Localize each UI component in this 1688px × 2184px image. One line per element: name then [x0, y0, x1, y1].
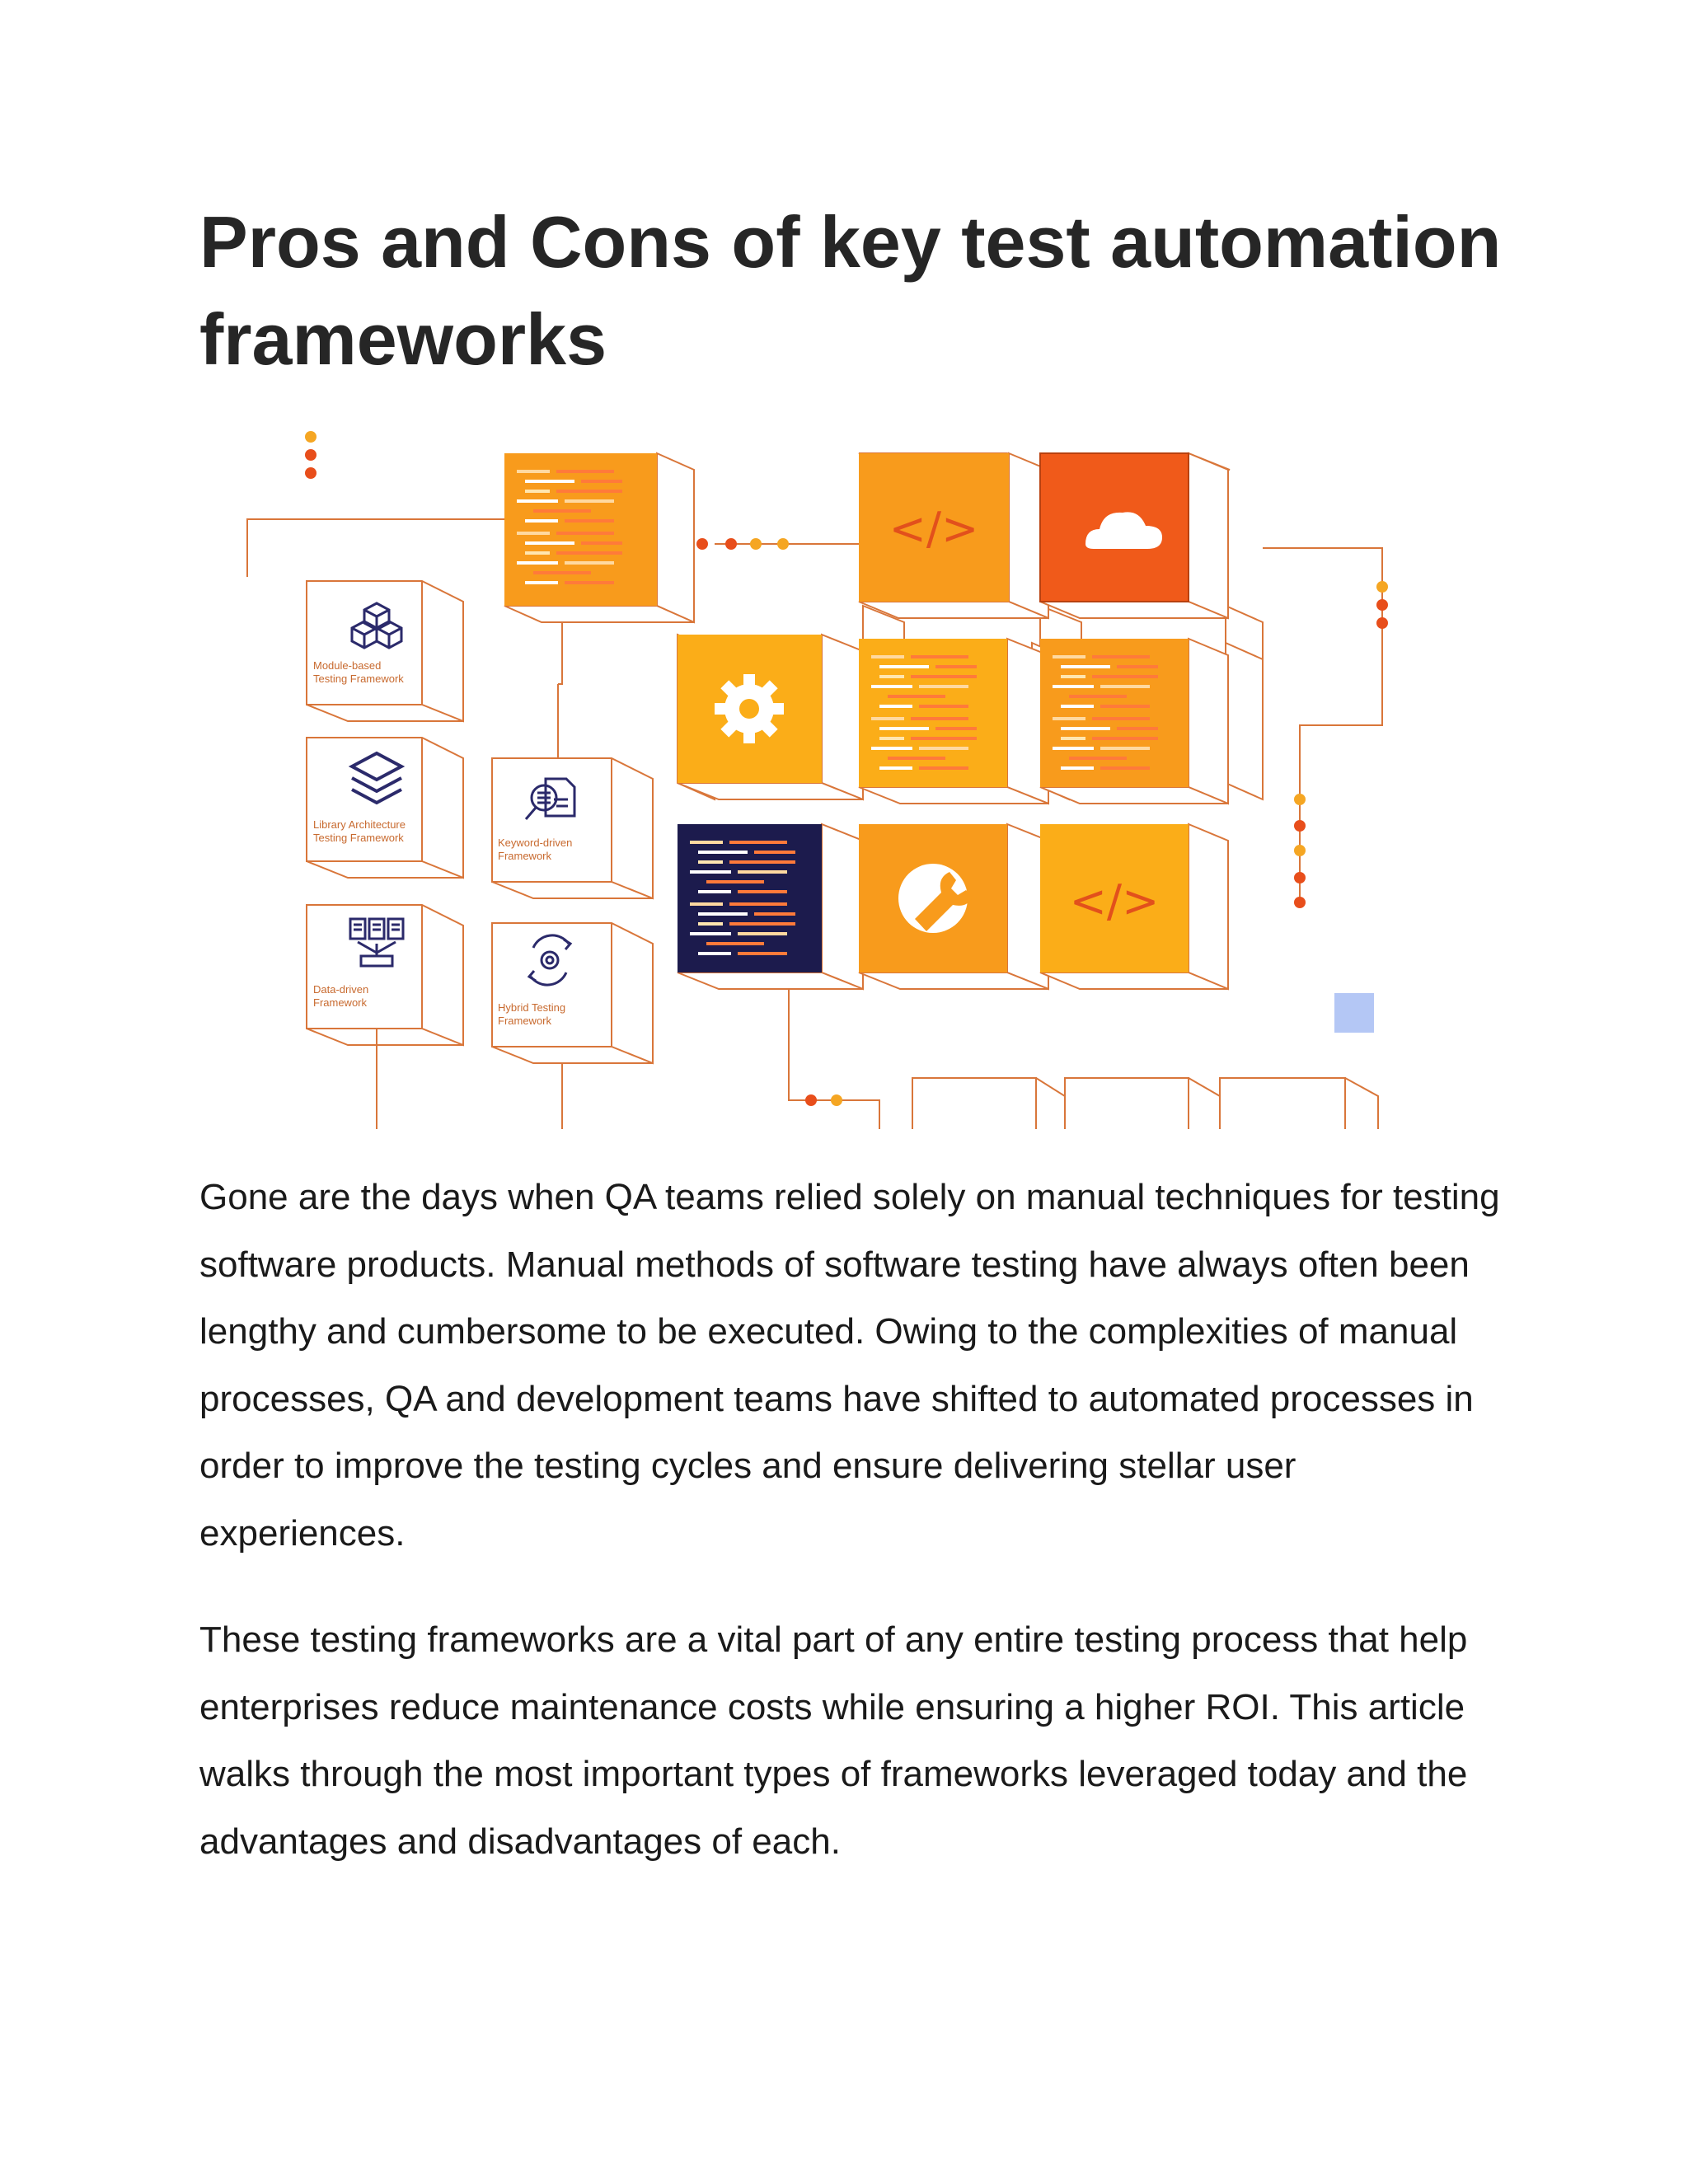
gear-tile: [677, 633, 864, 801]
blue-square: [1334, 993, 1374, 1033]
keyword-label-1: Keyword-driven: [498, 837, 572, 849]
data-driven-box: Data-driven Framework: [306, 904, 464, 1047]
search-document-icon: [524, 777, 576, 820]
code-tile-bottom: </>: [1039, 823, 1229, 991]
data-label-1: Data-driven: [313, 983, 368, 996]
code-icon-2: </>: [1070, 875, 1160, 927]
hybrid-label-2: Framework: [498, 1015, 552, 1027]
dark-code-tile: [677, 823, 864, 991]
gear-cycle-icon: [527, 934, 573, 987]
code-icon: </>: [889, 503, 979, 555]
wrench-tile: [858, 823, 1049, 991]
intro-paragraph: Gone are the days when QA teams relied s…: [199, 1177, 1500, 1554]
code-tile-top: </>: [858, 452, 1049, 620]
code-tile-orange-1: [858, 637, 1049, 805]
second-paragraph: These testing frameworks are a vital par…: [199, 1619, 1468, 1862]
cloud-tile: [1039, 452, 1229, 620]
article-title: Pros and Cons of key test automation fra…: [199, 201, 1502, 380]
cubes-icon: [350, 602, 403, 649]
module-label-1: Module-based: [313, 659, 381, 672]
cloud-icon: [1085, 512, 1162, 549]
frameworks-illustration: Module-based Testing Framework Library A…: [199, 412, 1489, 1129]
library-label-2: Testing Framework: [313, 832, 404, 844]
module-based-box: Module-based Testing Framework: [306, 580, 464, 723]
code-panel-1: [504, 453, 657, 606]
module-label-2: Testing Framework: [313, 673, 404, 685]
keyword-driven-box: Keyword-driven Framework: [491, 757, 654, 900]
library-architecture-box: Library Architecture Testing Framework: [306, 737, 464, 879]
wrench-icon: [898, 864, 973, 933]
gear-icon: [715, 674, 784, 743]
hybrid-testing-box: Hybrid Testing Framework: [491, 922, 654, 1065]
library-label-1: Library Architecture: [313, 818, 406, 831]
hybrid-label-1: Hybrid Testing: [498, 1001, 565, 1014]
code-tile-orange-2: [1039, 637, 1229, 805]
data-label-2: Framework: [313, 996, 368, 1009]
documents-icon: [349, 917, 405, 968]
layers-icon: [348, 751, 406, 805]
keyword-label-2: Framework: [498, 850, 552, 862]
